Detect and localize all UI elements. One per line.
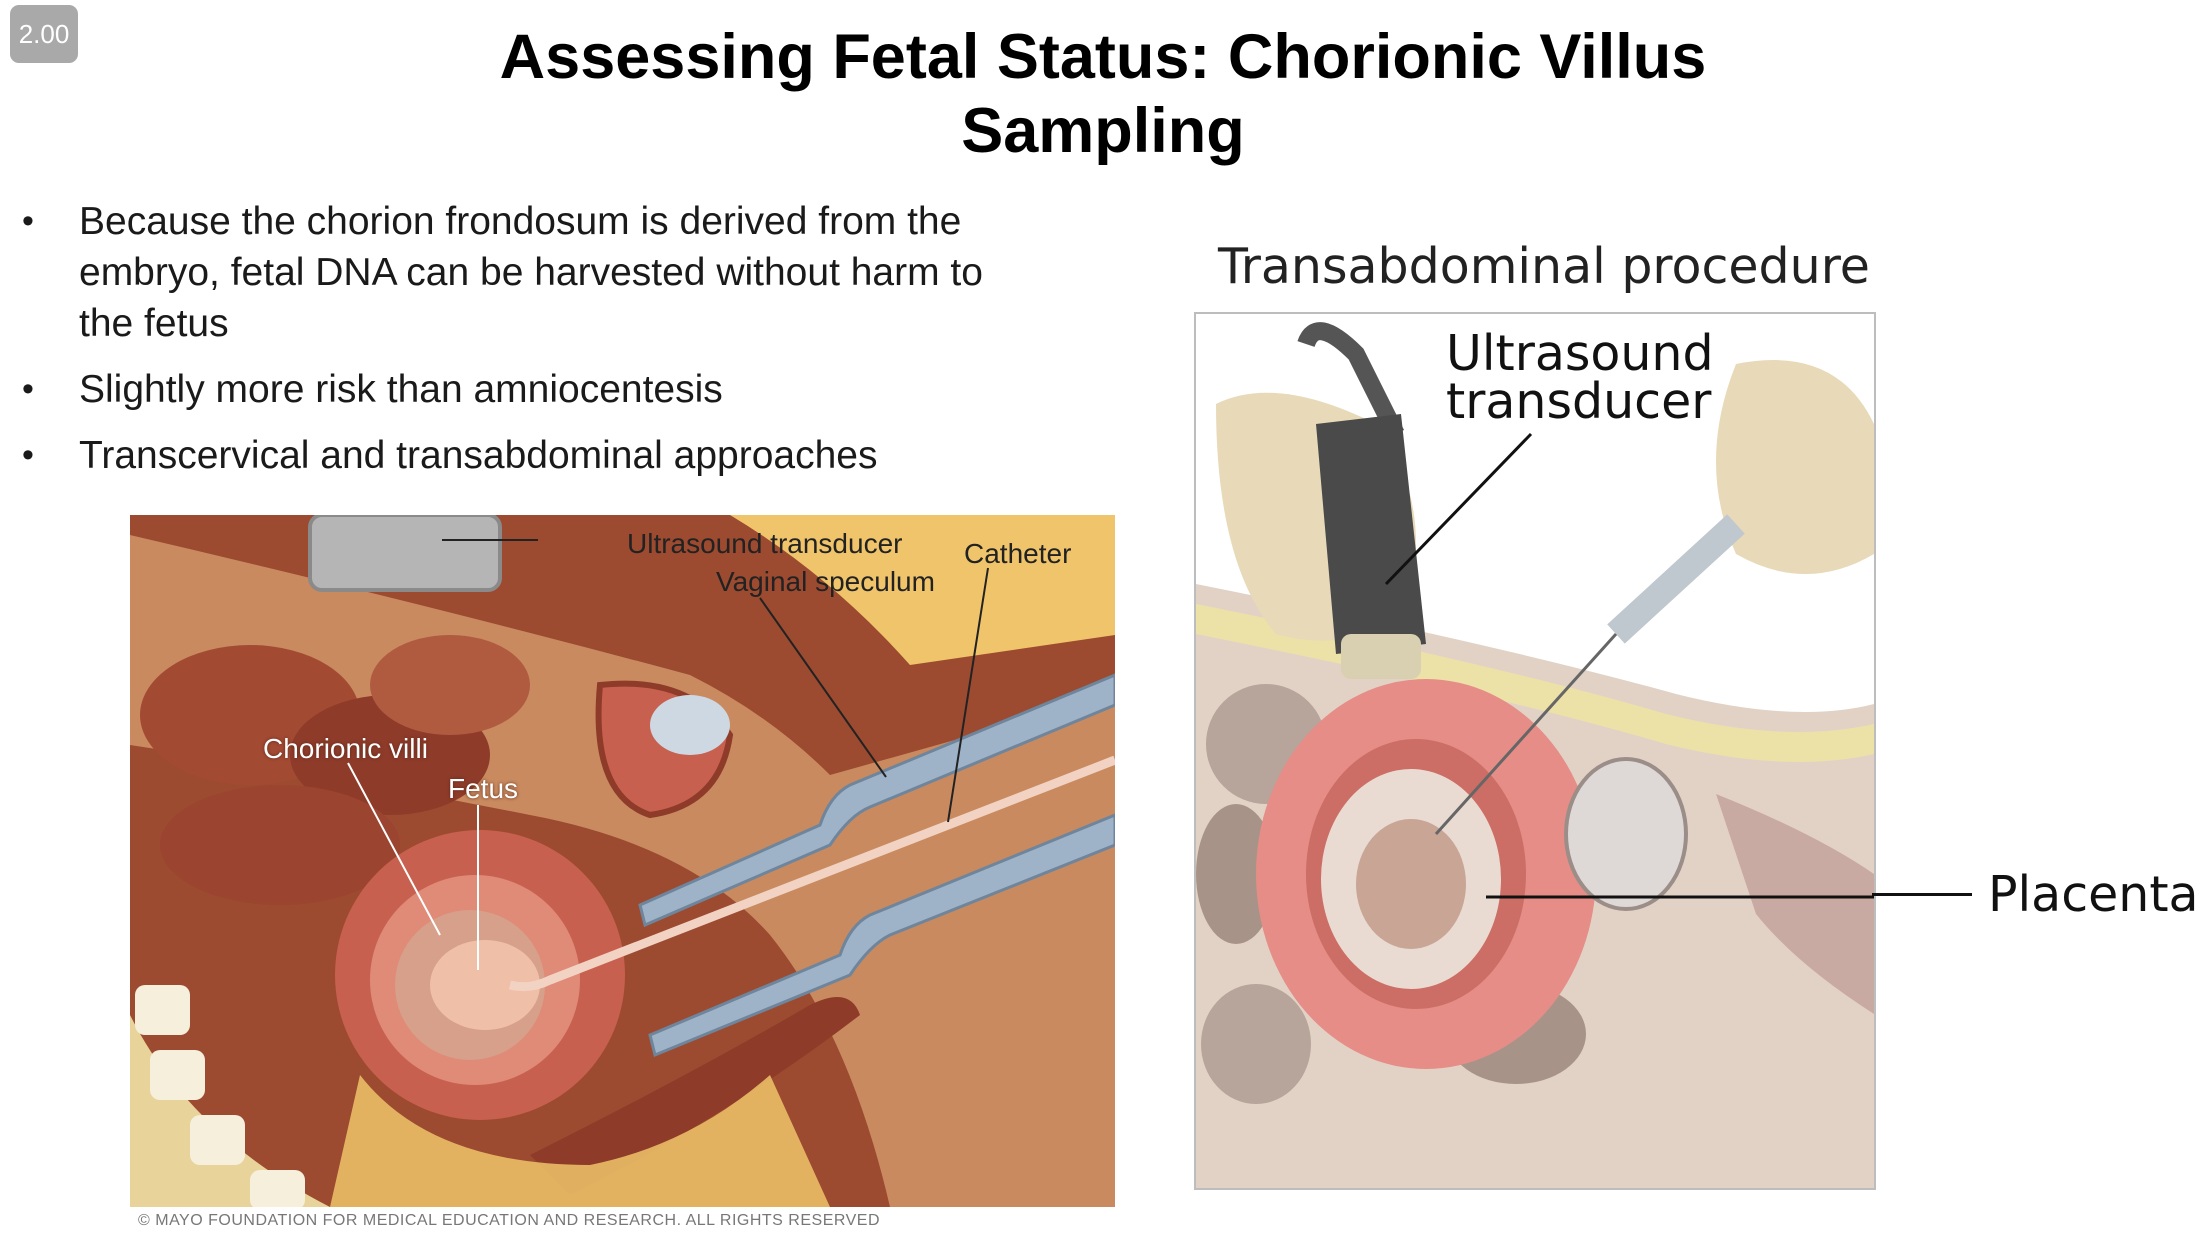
- label-ultrasound-transducer-right: Ultrasound transducer: [1446, 325, 1714, 430]
- transcervical-anatomy-drawing: [130, 515, 1115, 1207]
- label-ultrasound-transducer: Ultrasound transducer: [627, 528, 903, 559]
- bullet-item: • Slightly more risk than amniocentesis: [22, 364, 1042, 415]
- placenta-leader-line: [1872, 893, 1972, 896]
- transabdominal-anatomy-drawing: [1196, 314, 1874, 1188]
- label-placenta: Placenta: [1988, 866, 2199, 923]
- bullet-icon: •: [22, 436, 34, 474]
- bullet-icon: •: [22, 370, 34, 408]
- playback-speed-badge[interactable]: 2.00: [10, 5, 78, 63]
- bullet-icon: •: [22, 202, 34, 240]
- label-chorionic-villi: Chorionic villi: [263, 733, 428, 764]
- slide-title: Assessing Fetal Status: Chorionic Villus…: [0, 20, 2206, 168]
- transcervical-illustration: Ultrasound transducer Catheter Vaginal s…: [130, 515, 1115, 1207]
- transabdominal-illustration: [1194, 312, 1876, 1190]
- label-fetus: Fetus: [448, 773, 519, 804]
- label-catheter: Catheter: [964, 538, 1072, 569]
- bullet-text: Because the chorion frondosum is derived…: [79, 200, 983, 345]
- label-ultrasound-line2: transducer: [1446, 373, 1712, 430]
- label-vaginal-speculum: Vaginal speculum: [716, 566, 935, 597]
- bullet-item: • Because the chorion frondosum is derive…: [22, 196, 1039, 349]
- copyright-notice: © MAYO FOUNDATION FOR MEDICAL EDUCATION …: [138, 1212, 881, 1229]
- transabdominal-title: Transabdominal procedure: [1218, 238, 1870, 295]
- label-ultrasound-line1: Ultrasound: [1446, 325, 1714, 382]
- bullet-text: Slightly more risk than amniocentesis: [79, 368, 723, 411]
- bullet-text: Transcervical and transabdominal approac…: [79, 434, 878, 477]
- bullet-list: • Because the chorion frondosum is derive…: [22, 196, 1042, 496]
- slide-title-text: Assessing Fetal Status: Chorionic Villus…: [499, 22, 1707, 166]
- bullet-item: • Transcervical and transabdominal approa…: [22, 430, 1042, 481]
